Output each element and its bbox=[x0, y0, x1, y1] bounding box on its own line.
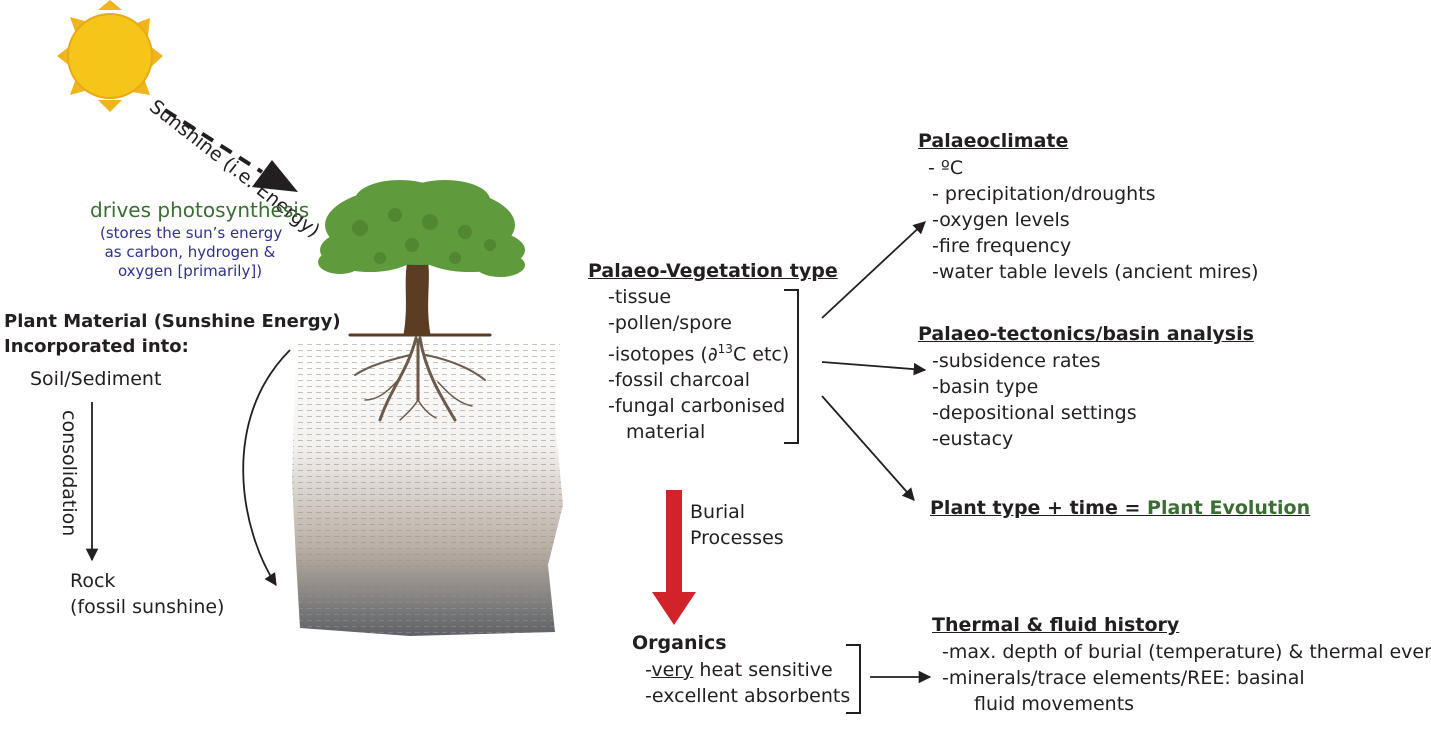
vegetation-item: -pollen/spore bbox=[608, 312, 732, 334]
photosynthesis-note-line: (stores the sun’s energy bbox=[100, 224, 283, 242]
tectonics-list: -subsidence rates -basin type -depositio… bbox=[932, 348, 1137, 452]
arrow-to-tectonics bbox=[821, 361, 927, 376]
curved-arrow bbox=[242, 349, 291, 587]
organics-item: -excellent absorbents bbox=[645, 685, 851, 707]
rock-label: Rock bbox=[70, 570, 116, 592]
thermal-item: -minerals/trace elements/REE: basinal bbox=[942, 667, 1305, 689]
thermal-list: -max. depth of burial (temperature) & th… bbox=[942, 639, 1431, 717]
tectonics-item: -subsidence rates bbox=[932, 350, 1101, 372]
rock-note: (fossil sunshine) bbox=[70, 596, 225, 618]
organics-item-rest: heat sensitive bbox=[693, 659, 833, 681]
thermal-item: -max. depth of burial (temperature) & th… bbox=[942, 641, 1431, 663]
organics-bracket bbox=[846, 644, 861, 714]
palaeoclimate-item: -fire frequency bbox=[932, 235, 1072, 257]
evolution-prefix: Plant type + time = bbox=[930, 497, 1148, 519]
photosynthesis-note-line: as carbon, hydrogen & bbox=[104, 243, 276, 261]
burial-label-line: Burial bbox=[690, 501, 746, 523]
tectonics-item: -depositional settings bbox=[932, 402, 1137, 424]
palaeoclimate-item: -water table levels (ancient mires) bbox=[932, 261, 1259, 283]
vegetation-bracket bbox=[784, 289, 799, 444]
vegetation-item: -fungal carbonised bbox=[608, 395, 786, 418]
organics-item-prefix: - bbox=[645, 659, 652, 681]
photosynthesis-title: drives photosynthesis bbox=[90, 198, 310, 222]
plant-material-heading-line: Incorporated into: bbox=[4, 336, 189, 357]
vegetation-title: Palaeo-Vegetation type bbox=[588, 260, 838, 282]
evolution-highlight: Plant Evolution bbox=[1147, 497, 1311, 519]
plant-material-heading-line: Plant Material (Sunshine Energy) bbox=[4, 311, 341, 332]
palaeoclimate-item: -oxygen levels bbox=[932, 209, 1070, 231]
vegetation-item-tail: C etc) bbox=[732, 343, 790, 366]
thermal-item: fluid movements bbox=[974, 693, 1135, 715]
consolidation-label: consolidation bbox=[58, 410, 80, 537]
photosynthesis-note: (stores the sun’s energy as carbon, hydr… bbox=[100, 224, 283, 281]
thermal-title: Thermal & fluid history bbox=[932, 614, 1180, 636]
tectonics-title: Palaeo-tectonics/basin analysis bbox=[918, 323, 1254, 345]
organics-list: -very heat sensitive -excellent absorben… bbox=[645, 657, 850, 709]
organics-title: Organics bbox=[632, 632, 727, 654]
organics-item-emph: very bbox=[651, 659, 694, 681]
photosynthesis-note-line: oxygen [primarily]) bbox=[117, 262, 263, 280]
soil-label: Soil/Sediment bbox=[30, 368, 162, 390]
tectonics-item: -eustacy bbox=[932, 428, 1014, 450]
sunshine-arrow bbox=[163, 108, 298, 192]
arrow-to-palaeoclimate bbox=[821, 221, 926, 319]
sun-icon bbox=[57, 0, 163, 112]
isotope-superscript: 13 bbox=[717, 342, 733, 356]
vegetation-item: -tissue bbox=[608, 286, 672, 308]
vegetation-item: material bbox=[626, 421, 706, 444]
organics-item: -very heat sensitive bbox=[645, 657, 850, 683]
soil-block bbox=[292, 343, 563, 636]
palaeoclimate-title: Palaeoclimate bbox=[918, 130, 1069, 152]
evolution-line: Plant type + time = Plant Evolution bbox=[930, 495, 1310, 521]
tree-icon bbox=[318, 180, 525, 422]
arrow-to-evolution bbox=[821, 395, 915, 501]
burial-arrow bbox=[652, 490, 696, 625]
vegetation-item: -fossil charcoal bbox=[608, 369, 751, 392]
burial-label-line: Processes bbox=[690, 527, 784, 549]
palaeoclimate-list: - ºC - precipitation/droughts -oxygen le… bbox=[928, 155, 1259, 285]
vegetation-list: -tissue -pollen/spore -isotopes (∂13C et… bbox=[608, 284, 789, 445]
palaeoclimate-item: - precipitation/droughts bbox=[932, 183, 1156, 205]
plant-material-heading: Plant Material (Sunshine Energy) Incorpo… bbox=[4, 309, 341, 359]
palaeoclimate-item: - ºC bbox=[928, 157, 964, 179]
vegetation-item: -isotopes (∂13C etc) bbox=[608, 336, 789, 367]
vegetation-item-text: -isotopes (∂ bbox=[608, 343, 718, 366]
burial-label: Burial Processes bbox=[690, 499, 784, 551]
tectonics-item: -basin type bbox=[932, 376, 1039, 398]
